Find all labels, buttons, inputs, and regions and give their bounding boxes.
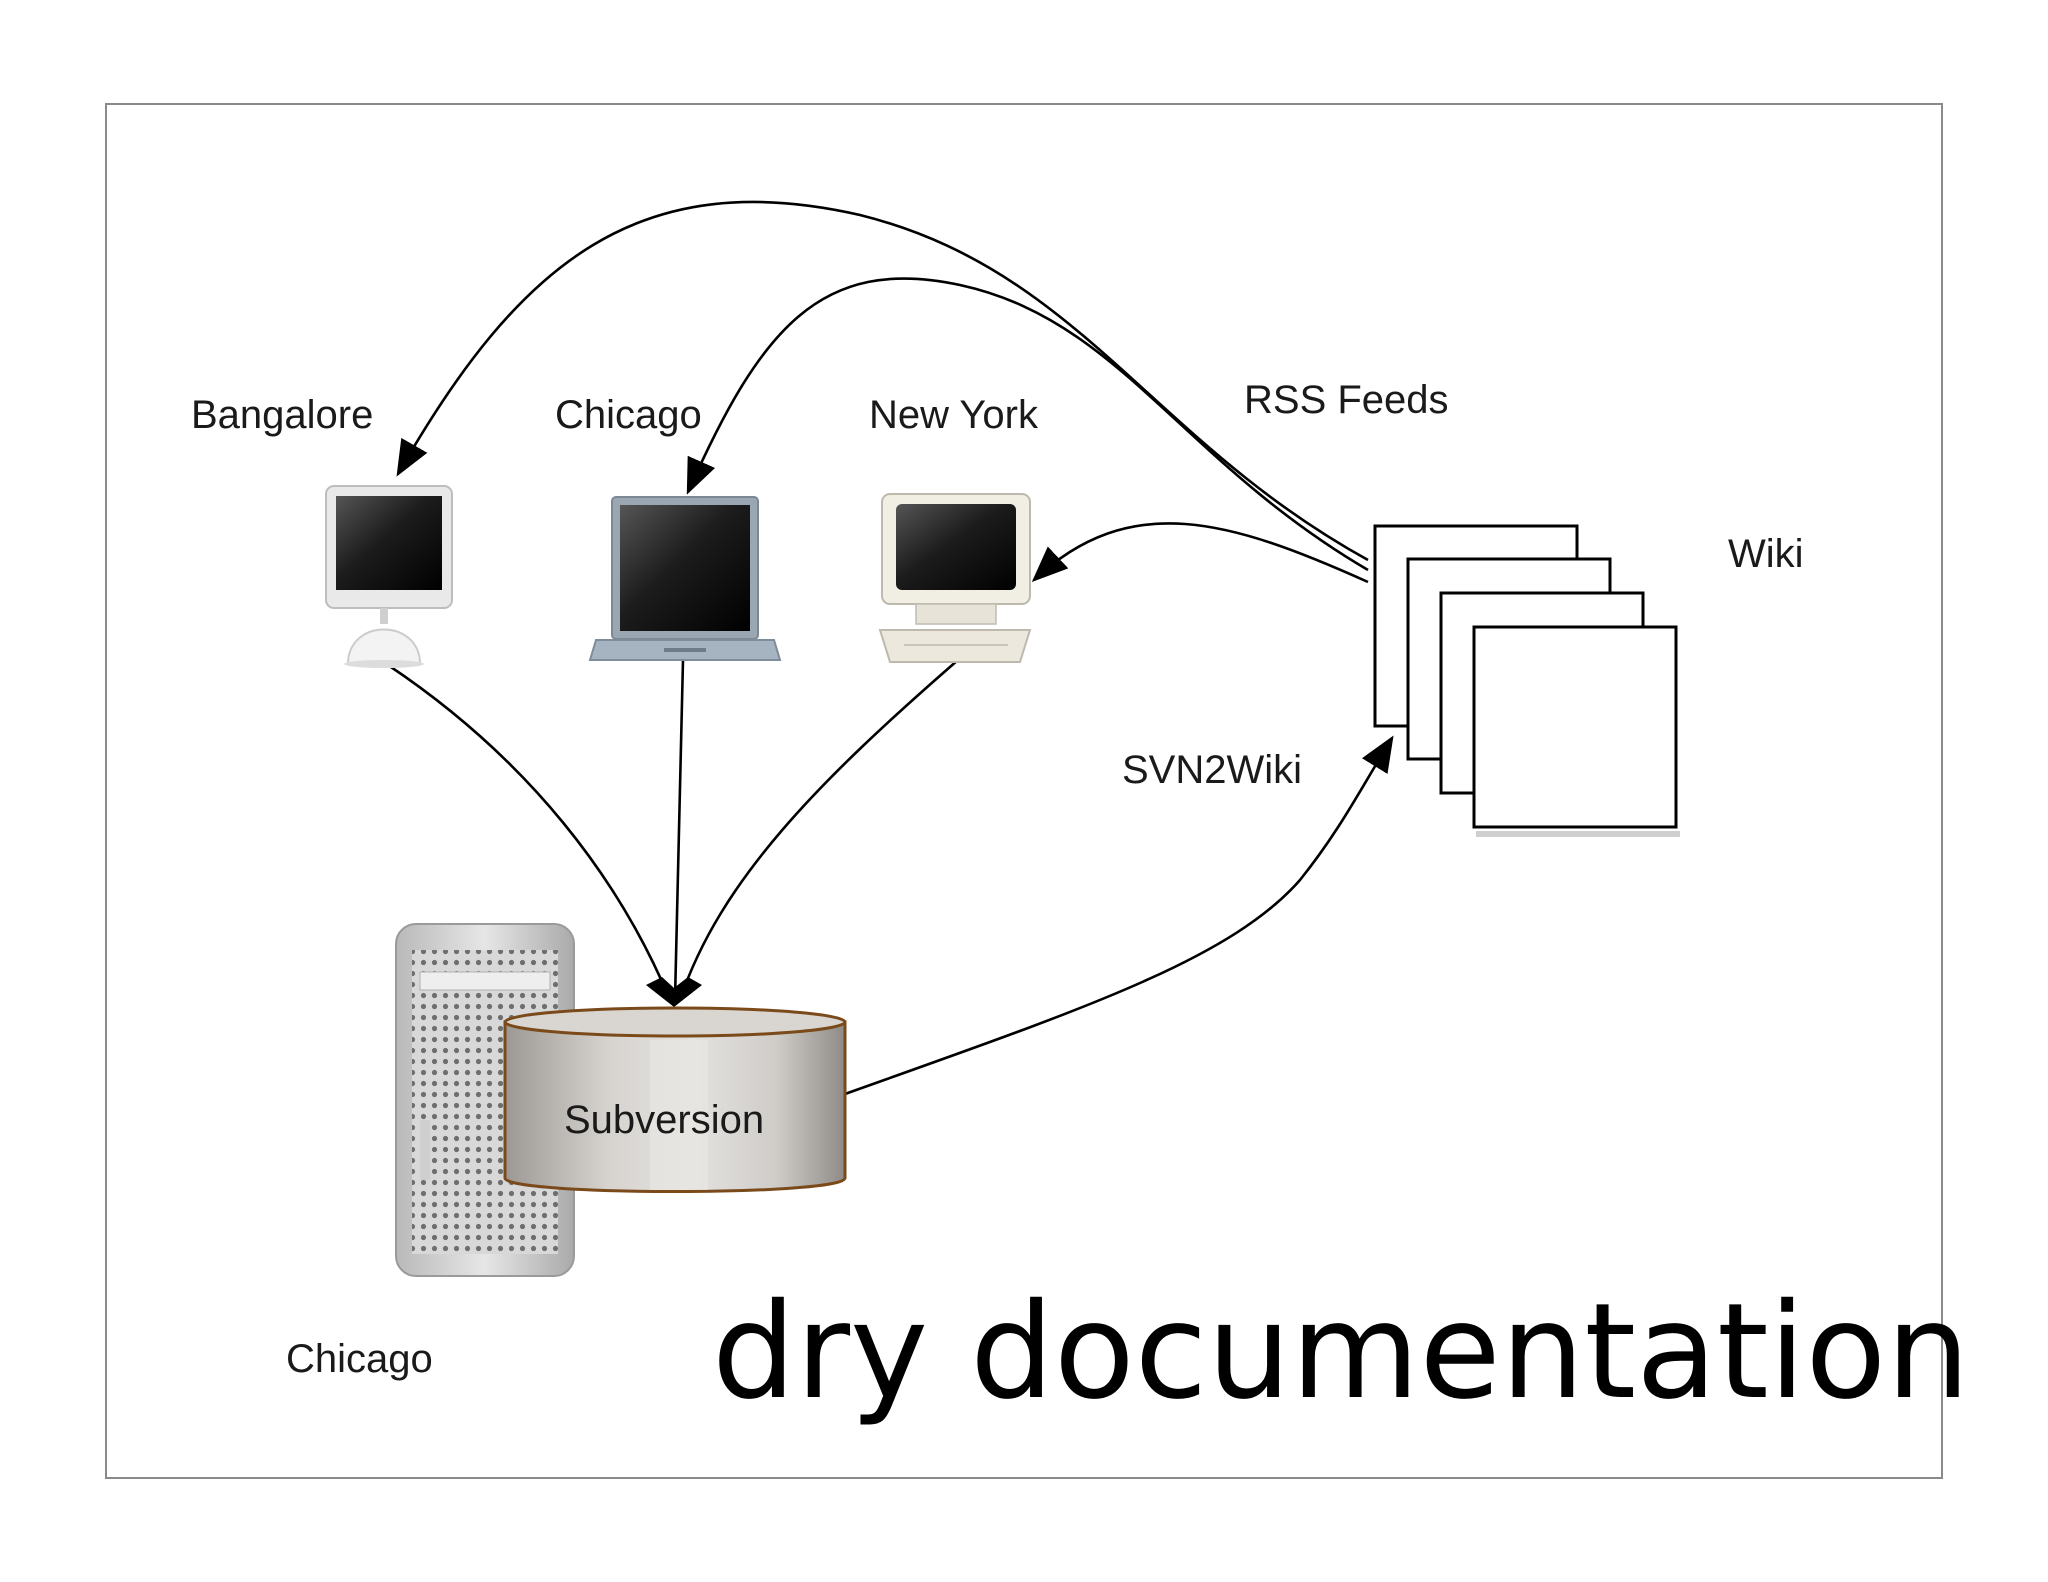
node-label-new-york: New York: [869, 393, 1039, 437]
edge-rss-newyork: [1031, 522, 1369, 584]
crt-desktop-icon: [878, 493, 1032, 663]
slide-title: dry documentation: [712, 1275, 1970, 1429]
edge-rss-chicago: [686, 277, 1369, 572]
edges: [387, 200, 1394, 1096]
node-label-subversion: Subversion: [564, 1098, 764, 1142]
svn-arrowhead: [646, 977, 702, 1007]
imac-g4-icon: [325, 485, 453, 668]
edge-bangalore-svn: [387, 663, 672, 1001]
database-cylinder-icon: [503, 1006, 847, 1193]
edge-newyork-svn: [678, 659, 959, 1001]
laptop-icon: [588, 496, 782, 661]
edge-label-svn2wiki: SVN2Wiki: [1122, 748, 1302, 792]
edge-chicago-svn: [673, 659, 685, 1001]
edge-rss-bangalore: [396, 200, 1369, 562]
edge-label-rss-feeds: RSS Feeds: [1244, 378, 1449, 422]
node-label-server-chicago: Chicago: [286, 1337, 433, 1381]
node-label-wiki: Wiki: [1728, 532, 1804, 576]
node-label-chicago-client: Chicago: [555, 393, 702, 437]
stacked-pages-icon: [1373, 524, 1680, 837]
node-label-bangalore: Bangalore: [191, 393, 373, 437]
edge-svn2wiki: [844, 735, 1394, 1096]
